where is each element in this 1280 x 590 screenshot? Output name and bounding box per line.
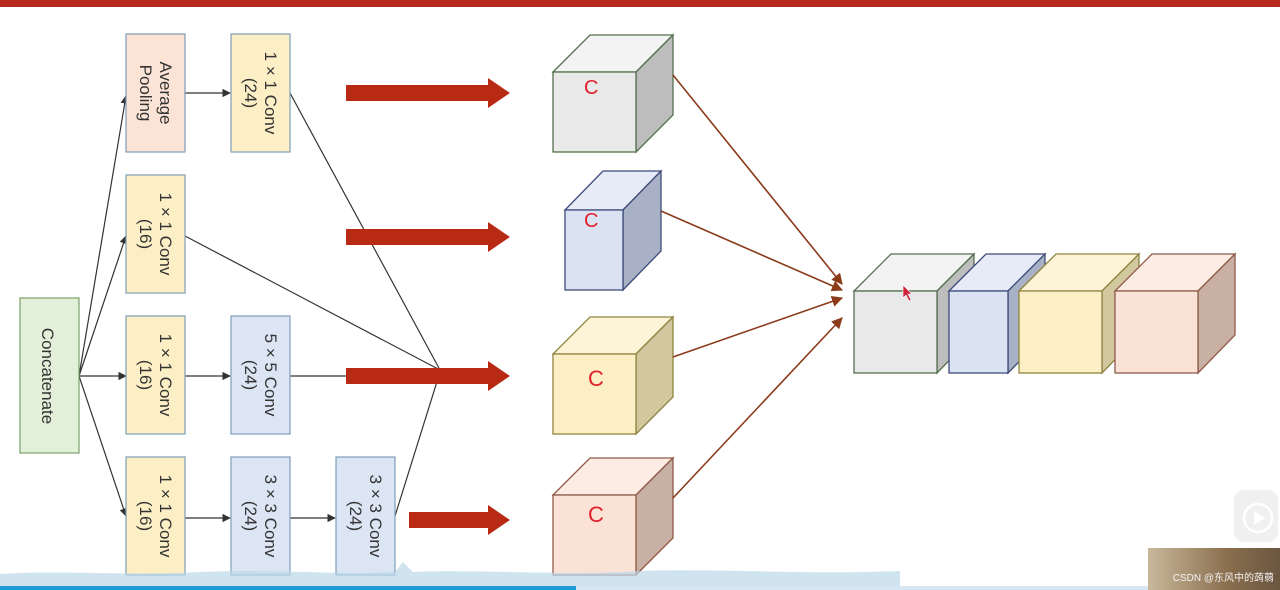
- branch3-conv1-line2: (16): [136, 360, 155, 390]
- branch3-conv1-box: 1 × 1 Conv (16): [125, 315, 186, 435]
- connector-to-branch2: [78, 235, 128, 377]
- avg-pool-line2: Pooling: [136, 65, 155, 122]
- cube-peach-mark: C: [588, 502, 604, 527]
- red-arrow-1: [346, 78, 510, 108]
- concatenate-box: Concatenate: [19, 297, 80, 454]
- progress-track[interactable]: [0, 586, 1280, 590]
- connector-to-branch4: [78, 375, 128, 517]
- cube-blue-mark: C: [584, 210, 598, 232]
- branch4-conv3-box: 3 × 3 Conv (24): [335, 456, 396, 576]
- brown-arrow-4: [672, 317, 843, 499]
- concat-connectors: [78, 88, 441, 523]
- branch4-conv3-line1: 3 × 3 Conv: [366, 475, 385, 558]
- brown-arrow-1: [672, 74, 843, 285]
- branch2-conv-box: 1 × 1 Conv (16): [125, 174, 186, 294]
- watermark-text: CSDN @东风中的蒟蒻: [1172, 573, 1274, 584]
- progress-bar[interactable]: [0, 586, 576, 590]
- output-cube-peach: [1113, 252, 1237, 375]
- brown-arrow-3: [672, 296, 844, 358]
- red-arrow-3: [346, 361, 510, 391]
- red-arrow-4: [409, 505, 510, 535]
- branch4-conv2-line2: (24): [241, 501, 260, 531]
- audio-wave: [0, 562, 900, 590]
- branch3-conv2-line1: 5 × 5 Conv: [261, 334, 280, 417]
- brown-arrow-2: [660, 210, 844, 292]
- top-red-bar: [0, 0, 1280, 7]
- cube-yellow-mark: C: [588, 366, 604, 391]
- red-arrow-2: [346, 222, 510, 252]
- branch2-conv-line1: 1 × 1 Conv: [156, 193, 175, 276]
- connector-to-pool: [78, 95, 129, 377]
- branch4-conv2-line1: 3 × 3 Conv: [261, 475, 280, 558]
- cube-peach: C: [551, 456, 675, 577]
- red-arrows: [346, 78, 510, 535]
- webcam-overlay: [1148, 548, 1280, 590]
- branch3-conv2-box: 5 × 5 Conv (24): [230, 315, 291, 435]
- branch4-conv2-box: 3 × 3 Conv (24): [230, 456, 291, 576]
- play-icon: [1242, 502, 1274, 534]
- branch1-conv-box: 1 × 1 Conv (24): [230, 33, 291, 153]
- play-button[interactable]: [1234, 490, 1278, 542]
- cube-yellow: C: [551, 315, 675, 436]
- concatenate-label: Concatenate: [38, 328, 57, 424]
- branch4-conv1-line2: (16): [136, 501, 155, 531]
- converge-b2: [184, 235, 441, 371]
- branch4-conv1-line1: 1 × 1 Conv: [156, 475, 175, 558]
- cube-gray: C: [551, 33, 675, 154]
- branch3-conv1-line1: 1 × 1 Conv: [156, 334, 175, 417]
- branch3-conv2-line2: (24): [241, 360, 260, 390]
- branch2-conv-line2: (16): [136, 219, 155, 249]
- converge-b4: [394, 371, 441, 517]
- avg-pool-box: Average Pooling: [125, 33, 186, 153]
- branch4-conv1-box: 1 × 1 Conv (16): [125, 456, 186, 576]
- cube-blue: C: [563, 169, 663, 292]
- avg-pool-line1: Average: [156, 61, 175, 124]
- mouse-cursor-icon: [902, 284, 913, 302]
- branch1-conv-line2: (24): [241, 78, 260, 108]
- brown-arrows: [660, 74, 844, 499]
- branch4-conv3-line2: (24): [346, 501, 365, 531]
- branch1-conv-line1: 1 × 1 Conv: [261, 52, 280, 135]
- cube-gray-mark: C: [584, 77, 598, 99]
